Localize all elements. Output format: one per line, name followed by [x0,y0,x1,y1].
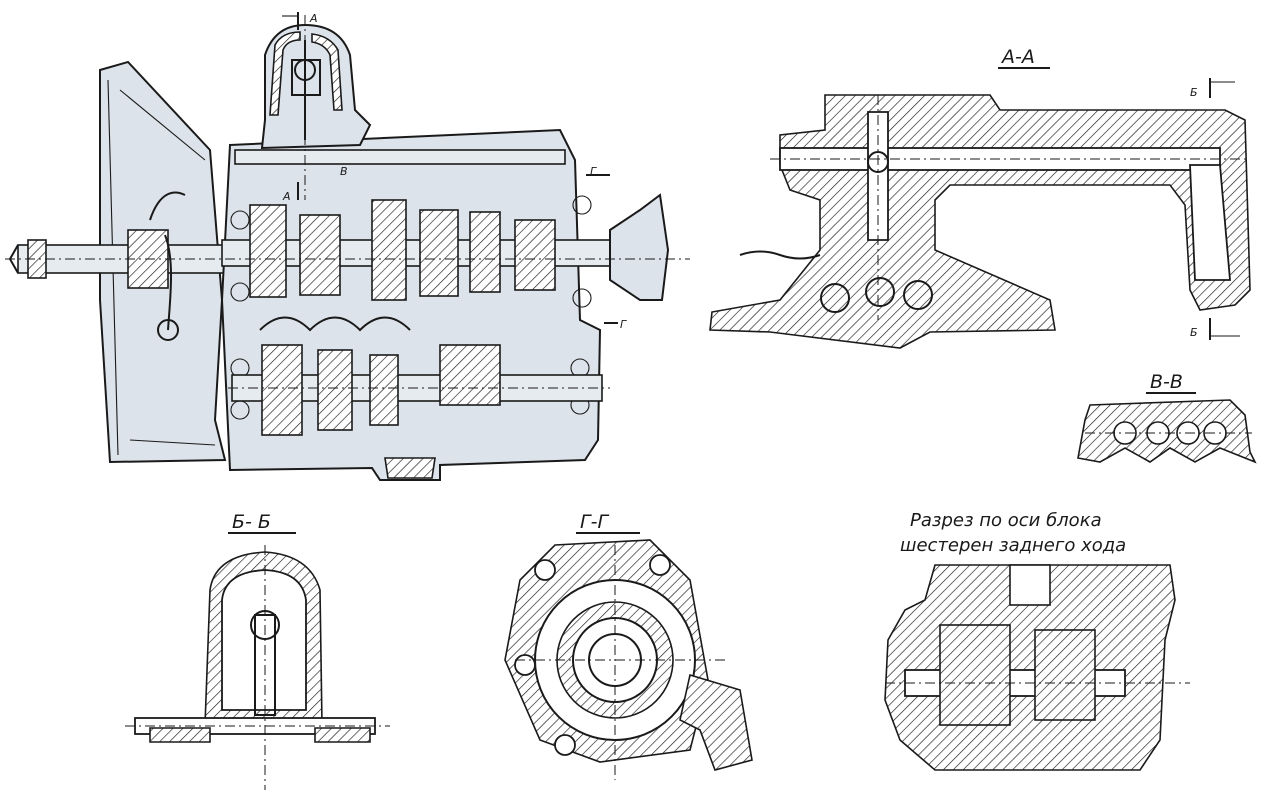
section-g-g-title: Г-Г [580,511,609,533]
section-a-a-title: А-А [1000,46,1035,68]
section-g-g: Г-Г [504,511,753,780]
section-b-b: Б- Б [125,511,390,790]
cut-mark-a: А А [282,12,318,203]
cut-mark-b: Б Б [1190,78,1240,340]
reverse-caption-line1: Разрез по оси блока [910,510,1102,531]
output-flange [609,193,670,301]
cut-mark-g: Г Г [586,165,627,331]
cut-mark-b-bottom-label: Б [1190,326,1198,339]
section-v-v: В-В [1077,371,1257,464]
shift-tower [260,23,372,150]
section-v-v-title: В-В [1150,371,1183,393]
reverse-caption-line2: шестерен заднего хода [900,535,1126,556]
cut-mark-b-top-label: Б [1190,86,1198,99]
cut-mark-a-top-label: А [309,12,318,25]
section-b-b-title: Б- Б [232,511,271,533]
cut-mark-g-bottom-label: Г [620,318,627,331]
cut-mark-a-bottom-label: А [282,190,291,203]
section-a-a: А-А Б Б [709,46,1251,349]
main-longitudinal-section: А А В Г Г [5,12,690,481]
cut-mark-v-label: В [340,165,348,178]
cut-mark-g-top-label: Г [590,165,597,178]
section-reverse-gear-block: Разрез по оси блока шестерен заднего ход… [884,510,1190,771]
shift-lever-bb [254,614,276,716]
